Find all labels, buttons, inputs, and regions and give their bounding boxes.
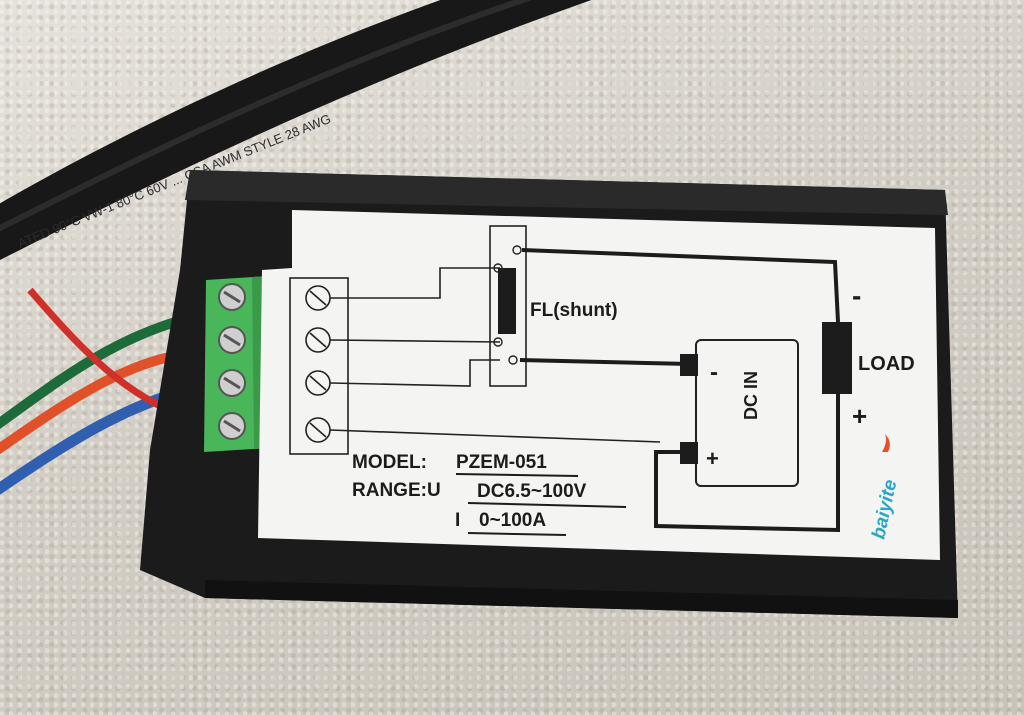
wiring-label: FL(shunt) LOAD - + DC IN - + MODEL: PZEM…	[258, 210, 940, 560]
terminal-screw-3	[218, 369, 246, 397]
range-current: 0~100A	[479, 510, 546, 531]
range-voltage-underline	[467, 502, 627, 508]
load-label: LOAD	[858, 353, 915, 375]
load-symbol	[822, 322, 852, 394]
flame-icon	[882, 434, 890, 452]
schematic-signal-wires	[329, 267, 661, 443]
range-current-underline	[467, 532, 567, 536]
shunt-label: FL(shunt)	[530, 300, 618, 321]
schematic-power-wires	[519, 248, 840, 533]
terminal-screw-1	[218, 283, 246, 311]
dc-in-plus-sign: +	[706, 446, 719, 471]
load-plus-sign: +	[852, 401, 867, 431]
load-minus-sign: -	[852, 280, 861, 311]
dc-in-battery	[680, 339, 799, 487]
range-voltage: DC6.5~100V	[477, 481, 587, 502]
shunt-symbol	[489, 225, 527, 387]
range-key: RANGE:U	[352, 480, 441, 501]
range-current-key: I	[455, 510, 460, 531]
terminal-screw-2	[218, 326, 246, 354]
dc-in-minus-sign: -	[710, 359, 718, 386]
dc-in-label: DC IN	[741, 371, 761, 420]
terminal-screw-4	[218, 412, 246, 440]
model-value: PZEM-051	[456, 452, 547, 473]
model-underline	[455, 473, 579, 477]
model-key: MODEL:	[352, 452, 427, 473]
